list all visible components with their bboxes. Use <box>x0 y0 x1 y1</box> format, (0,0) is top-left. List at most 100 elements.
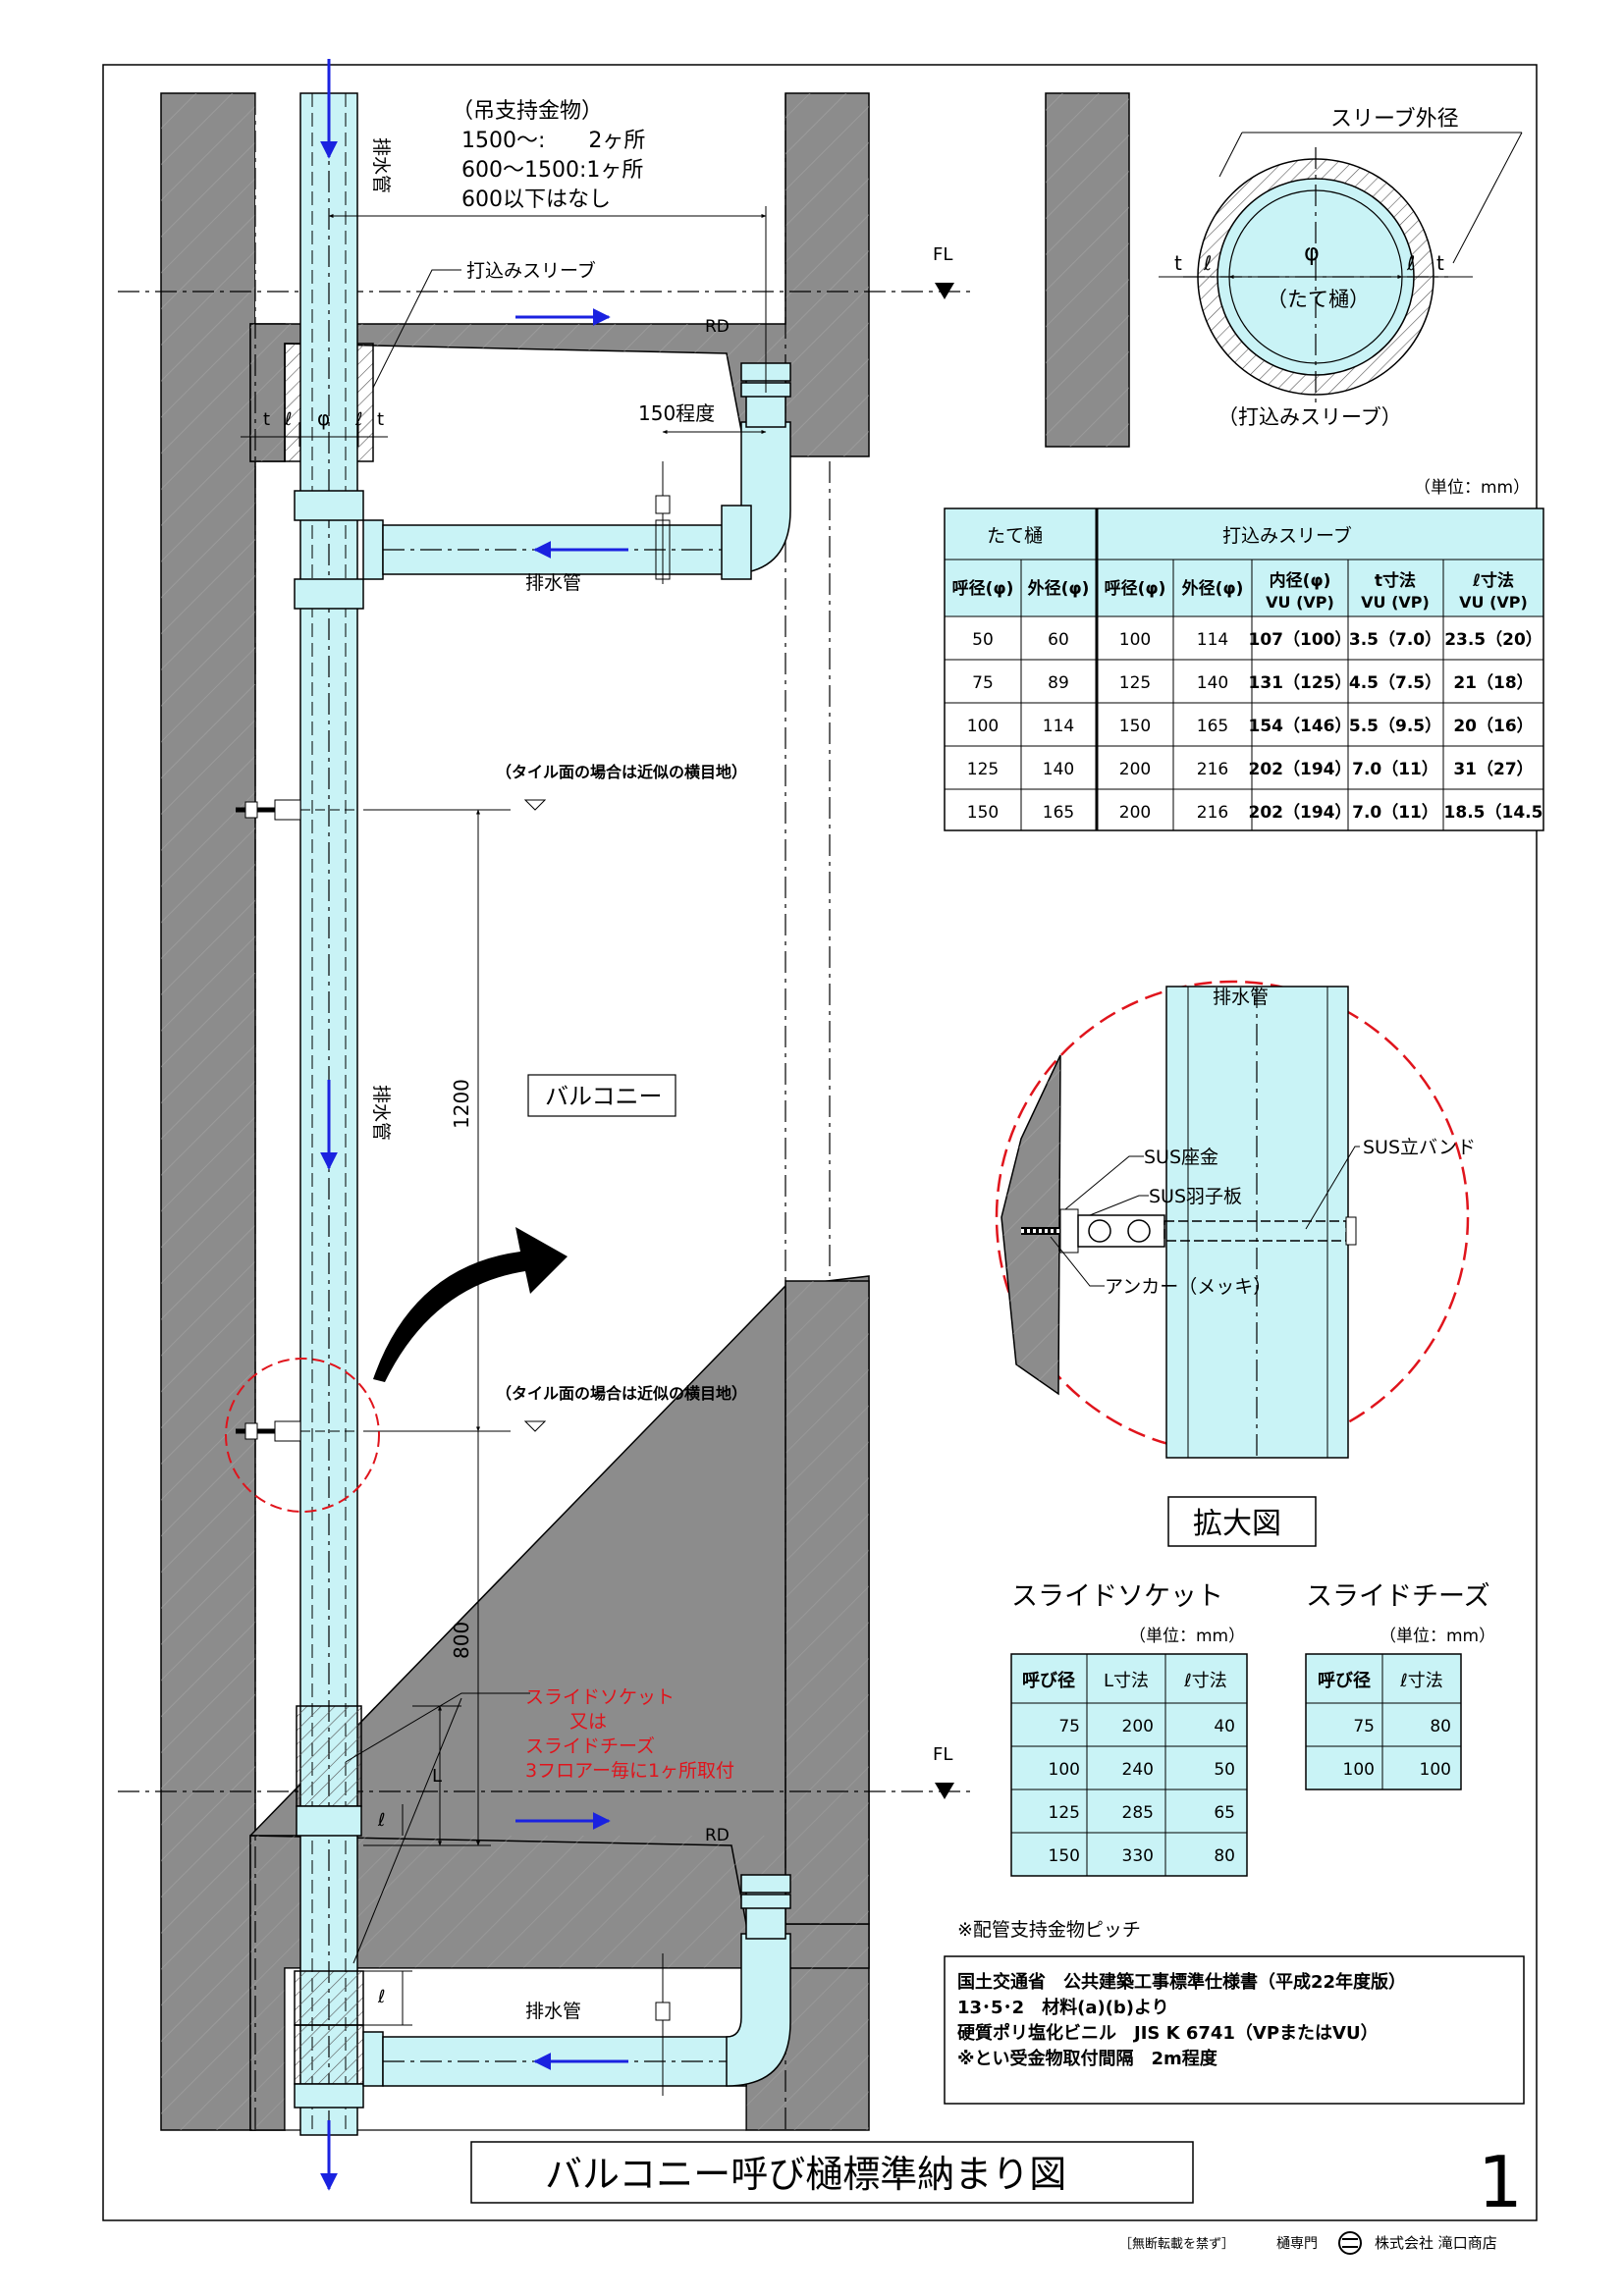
sleeve-header-sub-6: VU (VP) <box>1459 593 1528 612</box>
company-logo-icon <box>1338 2231 1362 2255</box>
sleeve-cross-section: スリーブ外径 φ （たて樋） （打込みスリーブ） t ℓ ℓ t <box>1045 92 1523 448</box>
socket-header-0: 呼び径 <box>1022 1670 1075 1691</box>
sleeve-header-1: 外径(φ) <box>1028 578 1090 599</box>
dim-l-left: ℓ <box>284 409 292 430</box>
sleeve-table-unit: （単位：mm） <box>1414 478 1530 498</box>
tee-cell-1-0: 100 <box>1343 1760 1375 1780</box>
sleeve-od-label: スリーブ外径 <box>1330 107 1459 132</box>
socket-cell-2-1: 285 <box>1122 1803 1154 1823</box>
sleeve-cell-1-6: 21（18） <box>1453 672 1533 693</box>
tee-table-unit: （単位：mm） <box>1380 1627 1495 1646</box>
dim-1200: 1200 <box>450 1079 473 1129</box>
sleeve-cell-3-6: 31（27） <box>1453 759 1533 779</box>
zoom-circle <box>225 1358 380 1513</box>
wall-bracket-2 <box>236 1420 357 1442</box>
spec-line-3: 硬質ポリ塩化ビニル JIS K 6741（VPまたはVU） <box>957 2022 1379 2044</box>
slide-tee <box>294 1970 364 2026</box>
socket-cell-0-1: 200 <box>1122 1717 1154 1736</box>
spec-box <box>944 1955 1525 2105</box>
sleeve-cell-4-1: 165 <box>1043 803 1074 823</box>
sleeve-cell-0-0: 50 <box>972 630 994 650</box>
tee-header-0: 呼び径 <box>1318 1670 1371 1691</box>
section-tategoi: （たて樋） <box>1267 288 1370 311</box>
detail-washer-label: SUS座金 <box>1144 1147 1218 1168</box>
socket-cell-1-0: 100 <box>1049 1760 1080 1780</box>
sleeve-group-tategoi: たて樋 <box>987 525 1043 547</box>
sleeve-cell-4-6: 18.5（14.5 <box>1444 802 1543 823</box>
title-box <box>470 2141 1194 2204</box>
zoom-arrow <box>373 1227 568 1382</box>
socket-table-unit: （単位：mm） <box>1129 1627 1245 1646</box>
detail-anchor-label: アンカー（メッキ） <box>1105 1276 1271 1298</box>
sleeve-cell-1-2: 125 <box>1119 673 1151 693</box>
sheet-frame <box>102 64 1538 2221</box>
elbow-lower <box>726 1933 791 2087</box>
socket-table-title: スライドソケット <box>1011 1581 1223 1612</box>
sleeve-header-0: 呼径(φ) <box>952 578 1014 599</box>
sleeve-cell-3-1: 140 <box>1043 760 1074 779</box>
drain-pipe-label-top: 排水管 <box>370 137 392 193</box>
hanger-rule-3: 600以下はなし <box>461 187 611 212</box>
drain-pipe-label-branch2: 排水管 <box>525 2001 581 2022</box>
sleeve-cell-0-3: 114 <box>1197 630 1228 650</box>
sleeve-cell-3-3: 216 <box>1197 760 1228 779</box>
sleeve-cell-4-5: 7.0（11） <box>1352 802 1438 823</box>
dim-t-right: t <box>377 409 384 430</box>
socket-header-1: L寸法 <box>1104 1671 1149 1691</box>
page-number: 1 <box>1478 2141 1523 2223</box>
sleeve-header-sub-4: VU (VP) <box>1266 593 1334 612</box>
tee-cell-0-0: 75 <box>1353 1717 1375 1736</box>
socket-cell-1-2: 50 <box>1214 1760 1235 1780</box>
sus-band <box>1163 1220 1347 1242</box>
dim-L: L <box>432 1766 442 1787</box>
hanger-rule-2: 600～1500:1ヶ所 <box>461 158 643 183</box>
sleeve-cell-2-2: 150 <box>1119 717 1151 736</box>
dim-l-socket: ℓ <box>377 1810 385 1831</box>
slide-note-1: スライドソケット <box>525 1686 675 1708</box>
socket-cell-0-2: 40 <box>1214 1717 1235 1736</box>
sleeve-cell-0-6: 23.5（20） <box>1444 629 1542 650</box>
sleeve-cell-2-3: 165 <box>1197 717 1228 736</box>
sleeve-header-5: t寸法 <box>1375 570 1416 591</box>
drawing-title: バルコニー呼び樋標準納まり図 <box>545 2153 1066 2196</box>
sleeve-label: 打込みスリーブ <box>466 259 596 282</box>
socket-cell-2-2: 65 <box>1214 1803 1235 1823</box>
spec-line-4: ※とい受金物取付間隔 2m程度 <box>957 2048 1218 2069</box>
sleeve-cell-1-3: 140 <box>1197 673 1228 693</box>
pitch-note: ※配管支持金物ピッチ <box>957 1919 1141 1941</box>
slide-note-2: 又は <box>569 1711 607 1733</box>
detail-band-label: SUS立バンド <box>1363 1137 1476 1158</box>
sleeve-cell-2-4: 154（146） <box>1249 716 1352 736</box>
sleeve-header-sub-5: VU (VP) <box>1361 593 1430 612</box>
wall-bracket-1 <box>236 799 357 821</box>
dim-800: 800 <box>450 1622 473 1659</box>
detail-wing-label: SUS羽子板 <box>1149 1186 1242 1207</box>
tee-header-1: ℓ寸法 <box>1399 1671 1442 1691</box>
socket-header-2: ℓ寸法 <box>1183 1671 1226 1691</box>
sleeve-cell-4-2: 200 <box>1119 803 1151 823</box>
drain-pipe-label-mid: 排水管 <box>370 1085 392 1141</box>
sleeve-cell-3-4: 202（194） <box>1249 759 1352 779</box>
sleeve-cell-0-1: 60 <box>1048 630 1069 650</box>
fl-label-upper: FL <box>933 244 952 265</box>
dim-t-left: t <box>263 409 270 430</box>
sleeve-cell-3-0: 125 <box>967 760 999 779</box>
sleeve-group-sleeve: 打込みスリーブ <box>1222 524 1352 547</box>
balcony-section: （吊支持金物） 1500～: 2ヶ所 600～1500:1ヶ所 600以下はなし… <box>118 59 972 2191</box>
section-l-right: ℓ <box>1406 251 1415 275</box>
slide-note-4: 3フロアー毎に1ヶ所取付 <box>525 1760 734 1782</box>
tee-fitting-upper <box>294 490 364 521</box>
sleeve-table: （単位：mm） たて樋 打込みスリーブ 呼径(φ)外径(φ)呼径(φ)外径(φ)… <box>944 478 1544 831</box>
footer-maker: 樋専門 <box>1276 2236 1318 2252</box>
hanger-rule-1: 1500～: 2ヶ所 <box>461 129 645 153</box>
hanger-title: （吊支持金物） <box>452 99 603 124</box>
sleeve-cell-3-2: 200 <box>1119 760 1151 779</box>
dim-phi: φ <box>317 406 330 430</box>
fl-label-lower: FL <box>933 1744 952 1765</box>
section-sleeve-label: （打込みスリーブ） <box>1217 405 1402 429</box>
dim-l-tee: ℓ <box>377 1987 385 2007</box>
sleeve-cell-0-2: 100 <box>1119 630 1151 650</box>
rd-label-upper: RD <box>705 317 730 337</box>
